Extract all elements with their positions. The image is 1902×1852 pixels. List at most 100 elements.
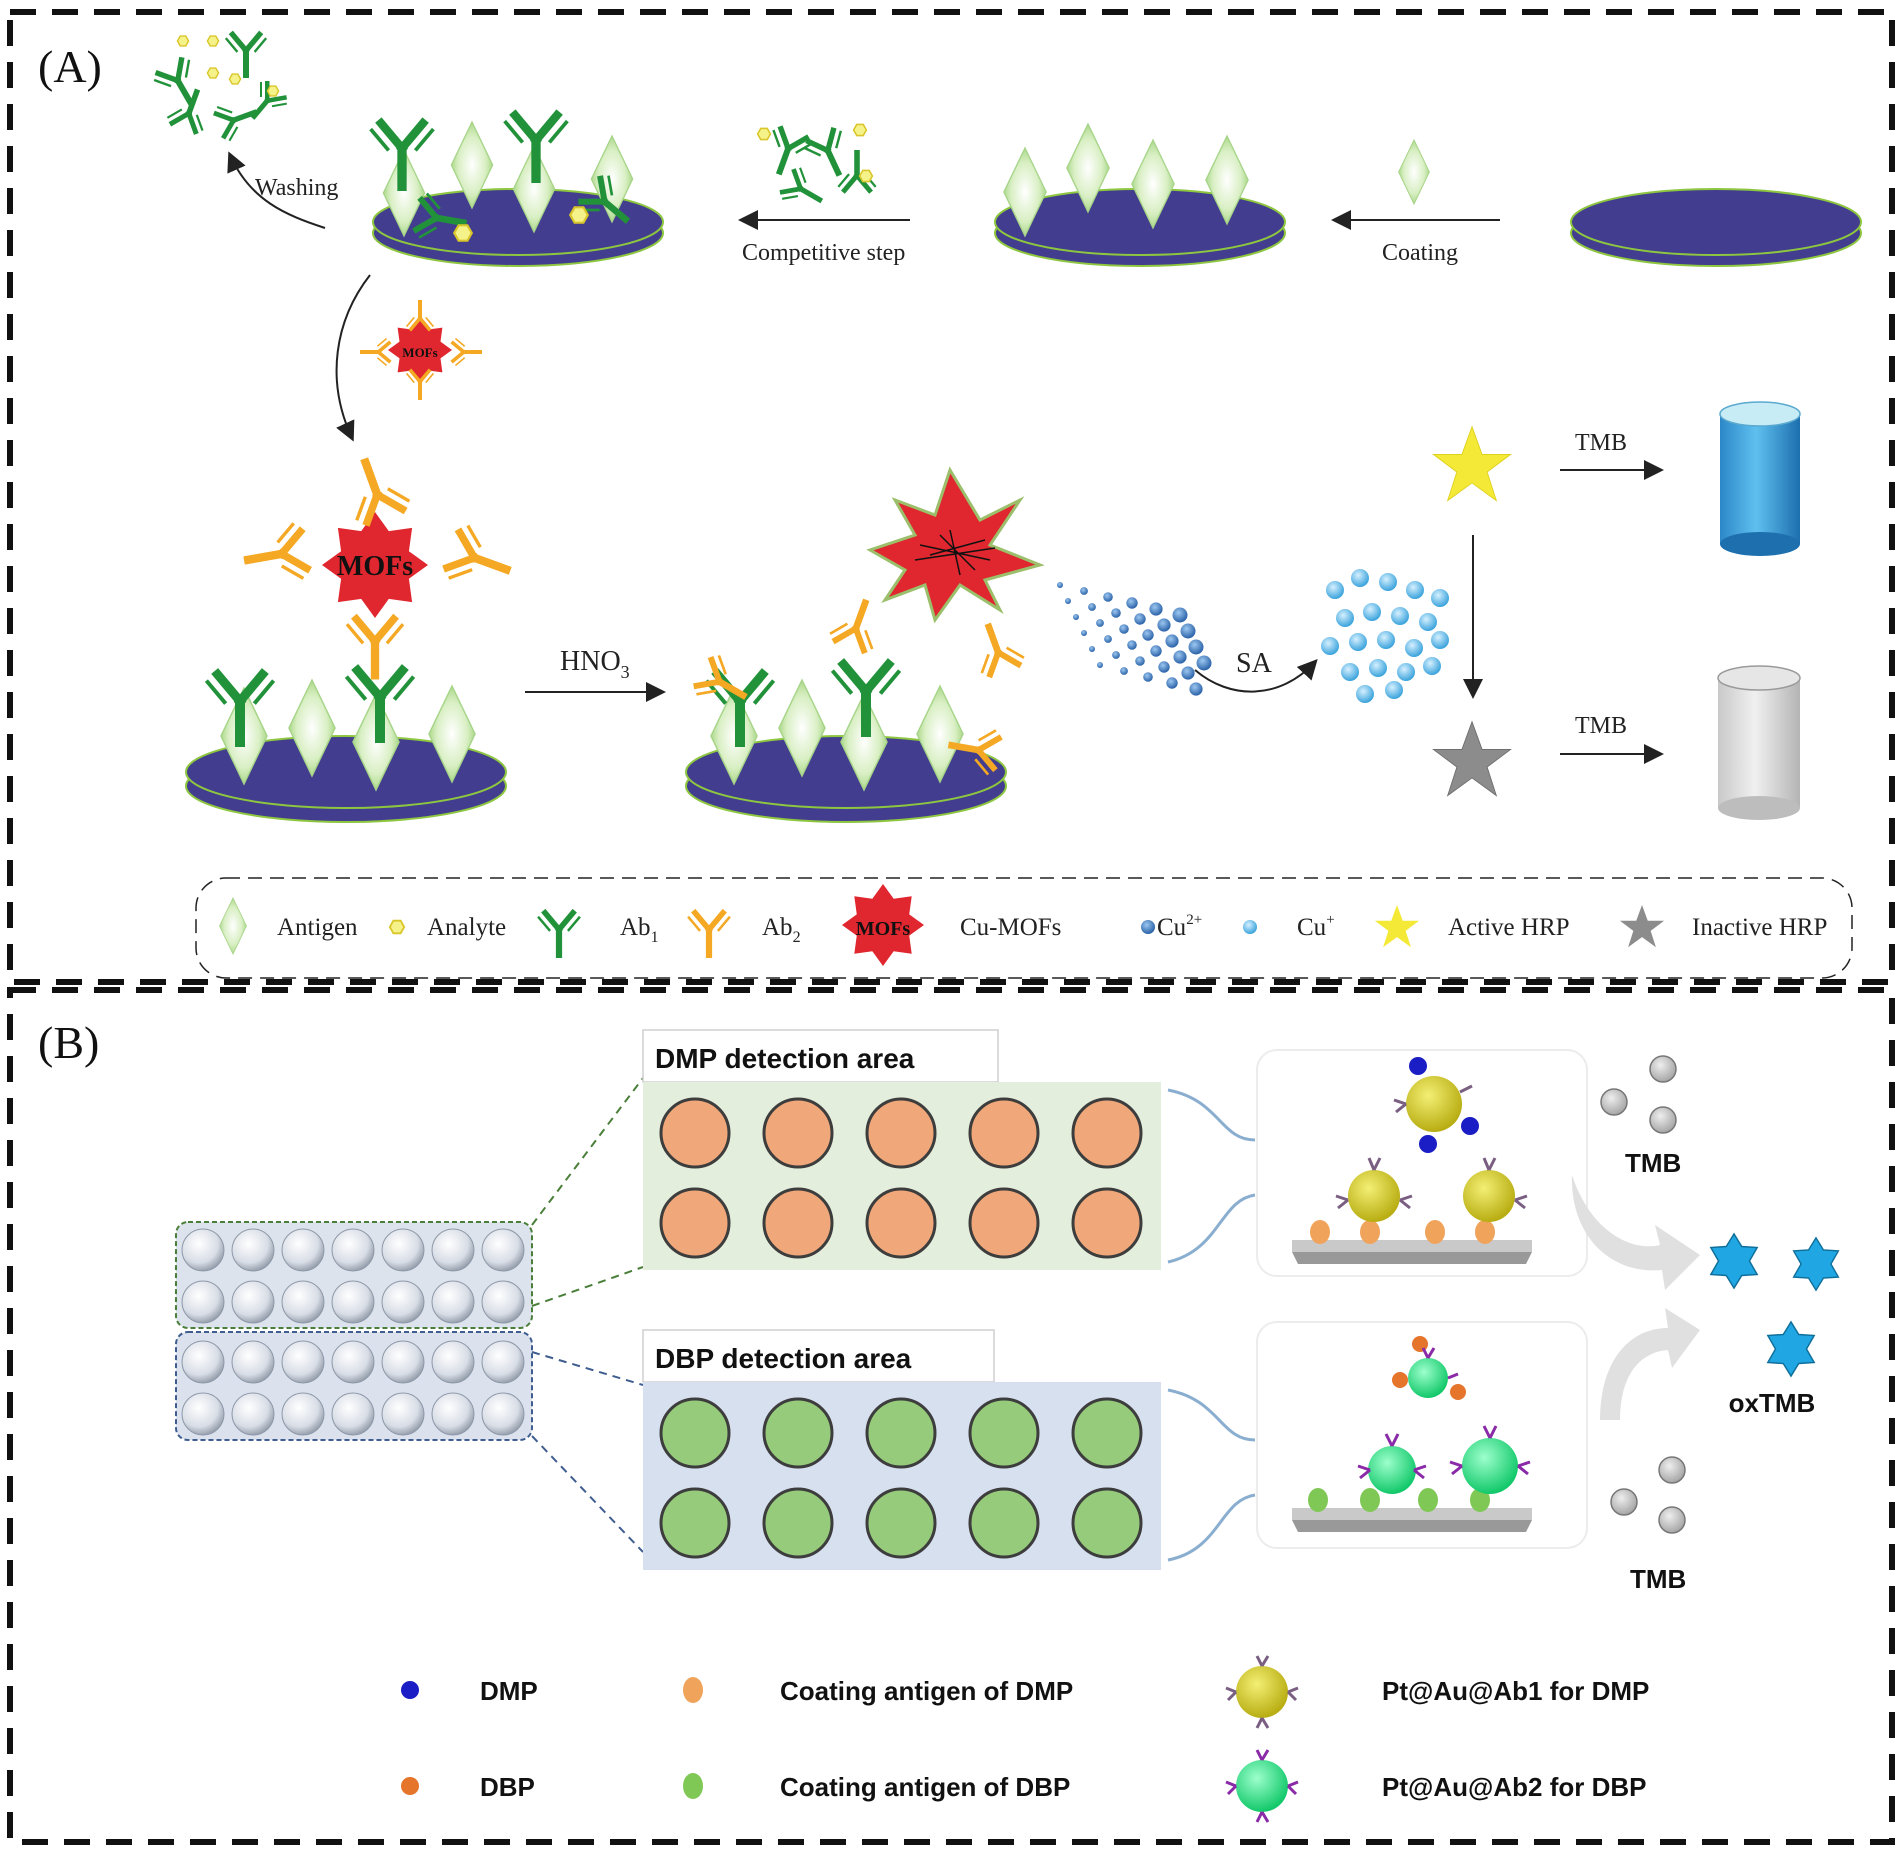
plate-well xyxy=(481,1340,525,1384)
detection-well xyxy=(865,1487,937,1559)
cu2-ion xyxy=(1149,602,1163,616)
cu1-ion xyxy=(1356,685,1374,703)
svg-text:Cu2+: Cu2+ xyxy=(1157,912,1202,941)
svg-text:Cu-MOFs: Cu-MOFs xyxy=(960,914,1061,941)
plate-well xyxy=(381,1392,425,1436)
plate-well xyxy=(431,1280,475,1324)
cu1-cloud xyxy=(1321,569,1449,703)
svg-text:Active HRP: Active HRP xyxy=(1448,914,1570,941)
detection-well xyxy=(762,1097,834,1169)
cu2-ion xyxy=(1142,629,1154,641)
detection-well xyxy=(762,1397,834,1469)
cu2-ion xyxy=(1104,635,1112,643)
cu2-ion xyxy=(1158,661,1170,673)
cu2-ion xyxy=(1180,623,1196,639)
dmp-mechanism-box xyxy=(1256,1049,1588,1277)
panel-a-label: (A) xyxy=(38,41,102,92)
cu2-ion xyxy=(1097,662,1103,668)
plate-well xyxy=(481,1228,525,1272)
cu2-ion xyxy=(1065,598,1071,604)
cu1-ion xyxy=(1379,573,1397,591)
svg-text:MOFs: MOFs xyxy=(402,345,437,360)
detection-well xyxy=(1071,1187,1143,1259)
cu2-ion xyxy=(1057,582,1063,588)
cu2-ion xyxy=(1126,597,1138,609)
svg-text:Analyte: Analyte xyxy=(427,914,506,941)
plate-well xyxy=(231,1392,275,1436)
tmb-bottom-curved-arrow xyxy=(1600,1308,1700,1420)
cu2-ion xyxy=(1111,608,1121,618)
detection-well xyxy=(968,1187,1040,1259)
cu2-ion xyxy=(1189,682,1203,696)
detection-well xyxy=(659,1187,731,1259)
cu2-cloud xyxy=(1057,582,1212,696)
detection-well xyxy=(865,1097,937,1169)
cu1-ion xyxy=(1351,569,1369,587)
plate-well xyxy=(231,1340,275,1384)
cu1-ion xyxy=(1423,657,1441,675)
plate-well xyxy=(181,1228,225,1272)
plate-after-acid xyxy=(685,591,1028,823)
cu2-ion xyxy=(1134,613,1146,625)
svg-text:Pt@Au@Ab2 for DBP: Pt@Au@Ab2 for DBP xyxy=(1382,1772,1646,1802)
cu2-ion xyxy=(1103,592,1113,602)
tmb-top-molecules xyxy=(1600,1055,1677,1134)
oxtmb-label: oxTMB xyxy=(1729,1388,1816,1418)
cu1-ion xyxy=(1349,633,1367,651)
cu2-ion xyxy=(1096,619,1104,627)
down-arrow xyxy=(335,274,371,442)
plate-well xyxy=(231,1280,275,1324)
svg-text:Coating antigen of DBP: Coating antigen of DBP xyxy=(780,1772,1070,1802)
legend-a: Antigen Analyte Ab1 Ab2 MOFs Cu-MOFs Cu2… xyxy=(219,884,1827,966)
legend-a-box xyxy=(195,877,1853,979)
tmb-bottom-label: TMB xyxy=(1575,713,1627,739)
mofs-small-icon: MOFs xyxy=(360,300,482,400)
svg-text:Ab1: Ab1 xyxy=(620,914,659,946)
dbp-wells xyxy=(659,1397,1143,1559)
detection-well xyxy=(1071,1397,1143,1469)
svg-text:DMP: DMP xyxy=(480,1676,538,1706)
cu2-ion xyxy=(1127,640,1137,650)
cu2-ion xyxy=(1165,634,1179,648)
plate-well xyxy=(281,1392,325,1436)
cu2-ion xyxy=(1188,639,1204,655)
cu2-ion xyxy=(1143,672,1153,682)
svg-text:DBP: DBP xyxy=(480,1772,535,1802)
cu2-ion xyxy=(1073,614,1079,620)
cu1-ion xyxy=(1369,659,1387,677)
cu2-ion xyxy=(1181,666,1195,680)
svg-text:Antigen: Antigen xyxy=(277,914,358,941)
dmp-mechanism xyxy=(1292,1057,1532,1264)
cu1-ion xyxy=(1397,663,1415,681)
cu1-ion xyxy=(1385,681,1403,699)
panel-b-frame xyxy=(7,987,1895,1845)
detection-well xyxy=(1071,1097,1143,1169)
plate-well xyxy=(331,1392,375,1436)
detection-well xyxy=(659,1397,731,1469)
panel-b-label: (B) xyxy=(38,1017,99,1068)
cu1-ion xyxy=(1336,609,1354,627)
plate-well xyxy=(181,1280,225,1324)
dmp-zoom-line-top xyxy=(531,1077,644,1226)
panel-a-frame xyxy=(7,9,1895,985)
cu2-ion xyxy=(1112,651,1120,659)
dbp-mechanism-box xyxy=(1256,1321,1588,1549)
coating-antigen-icon xyxy=(1398,139,1430,205)
tmb-top-label: TMB xyxy=(1575,430,1627,456)
plate-well xyxy=(181,1392,225,1436)
decomposed-mofs-icon xyxy=(866,466,1045,624)
detection-well xyxy=(762,1187,834,1259)
cu1-ion xyxy=(1321,637,1339,655)
plate-well xyxy=(431,1340,475,1384)
cu2-ion xyxy=(1119,624,1129,634)
cu2-ion xyxy=(1120,667,1128,675)
plate-well xyxy=(381,1340,425,1384)
washing-arrow xyxy=(227,151,326,229)
svg-text:Inactive HRP: Inactive HRP xyxy=(1692,914,1827,941)
dbp-area-title: DBP detection area xyxy=(655,1343,912,1374)
microplate xyxy=(175,1221,533,1441)
plate-mofs-bound xyxy=(185,664,507,823)
plate-well xyxy=(281,1340,325,1384)
cu1-ion xyxy=(1419,613,1437,631)
cu1-ion xyxy=(1431,631,1449,649)
